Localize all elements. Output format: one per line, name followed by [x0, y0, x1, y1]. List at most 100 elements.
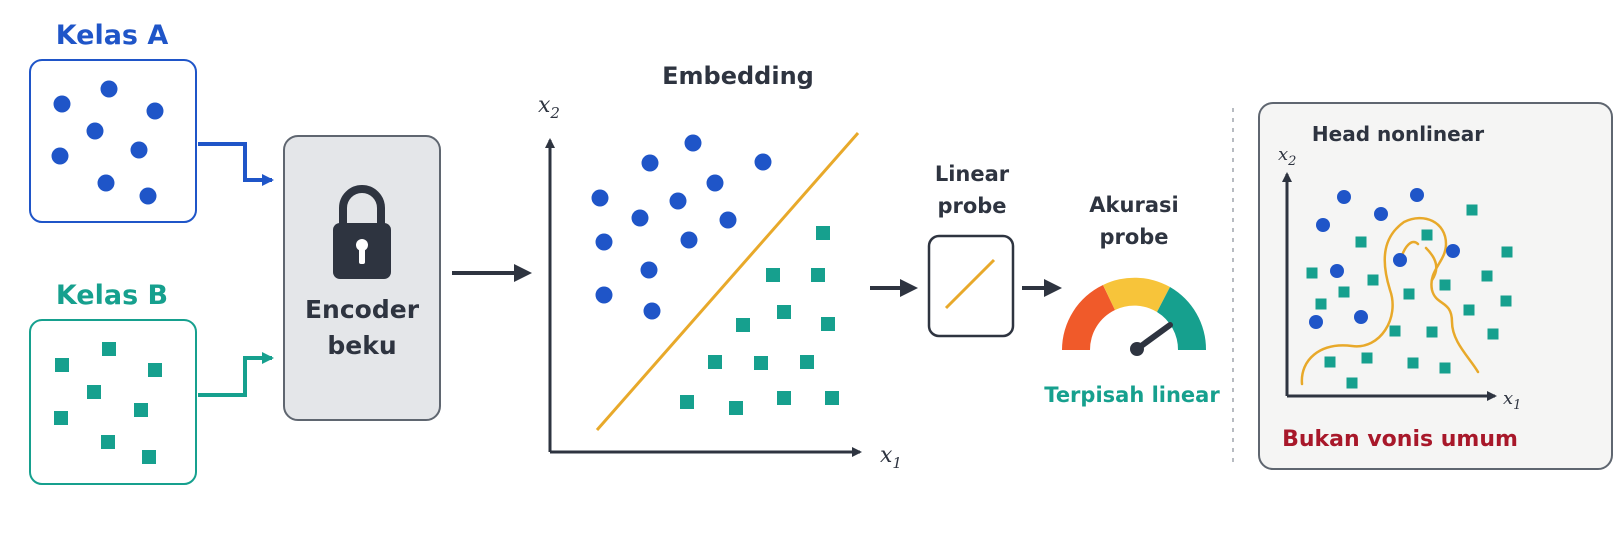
embedding-point-class-a	[669, 192, 687, 210]
nonlinear-point-class-a	[1374, 207, 1388, 221]
nonlinear-point-class-b	[1439, 362, 1451, 374]
nonlinear-point-class-b	[1439, 279, 1451, 291]
class-b-point	[55, 358, 69, 372]
embedding-point-class-a	[641, 154, 659, 172]
nonlinear-point-class-b	[1355, 236, 1367, 248]
nonlinear-point-class-a	[1337, 190, 1351, 204]
gauge-segment-low	[1061, 285, 1115, 350]
nonlinear-point-class-b	[1426, 326, 1438, 338]
embedding-point-class-a	[631, 209, 649, 227]
class-a-point	[139, 187, 157, 205]
nonlinear-point-class-b	[1421, 229, 1433, 241]
embedding-point-class-a	[595, 286, 613, 304]
class-b-point	[87, 385, 101, 399]
class-a-group: Kelas A	[29, 20, 197, 223]
nonlinear-point-class-a	[1309, 315, 1323, 329]
class-b-title: Kelas B	[56, 280, 168, 311]
embedding-y-label: x2	[538, 93, 560, 122]
probe-label-line1: Linear	[935, 162, 1010, 186]
gauge-segment-mid	[1103, 277, 1170, 312]
embedding-point-class-a	[706, 174, 724, 192]
class-a-point	[100, 80, 118, 98]
nonlinear-point-class-b	[1324, 356, 1336, 368]
embedding-point-class-b	[825, 391, 839, 405]
nonlinear-point-class-b	[1403, 288, 1415, 300]
nonlinear-x-label: x1	[1503, 388, 1521, 413]
nonlinear-point-class-b	[1481, 270, 1493, 282]
embedding-point-class-a	[754, 153, 772, 171]
nonlinear-point-class-a	[1354, 310, 1368, 324]
nonlinear-point-class-a	[1330, 264, 1344, 278]
nonlinear-point-class-b	[1306, 267, 1318, 279]
embedding-point-class-b	[821, 317, 835, 331]
gauge-title-line1: Akurasi	[1089, 193, 1178, 217]
class-a-point	[97, 174, 115, 192]
linear-decision-boundary	[595, 132, 860, 431]
class-a-point	[53, 95, 71, 113]
probe-label-line2: probe	[937, 194, 1006, 218]
class-b-point	[54, 411, 68, 425]
embedding-point-class-b	[754, 356, 768, 370]
class-a-connector-arrow	[198, 142, 274, 186]
nonlinear-head-panel: Head nonlinear x2 x1 Bukan vonis umum	[1258, 102, 1613, 470]
embedding-plot: Embedding x2 x1	[538, 62, 902, 472]
embedding-point-class-a	[643, 302, 661, 320]
lock-icon	[333, 185, 391, 279]
class-b-box	[29, 319, 197, 485]
class-a-point	[86, 122, 104, 140]
embedding-point-class-a	[719, 211, 737, 229]
class-a-point	[51, 147, 69, 165]
gauge-segment-high	[1157, 287, 1207, 350]
nonlinear-point-class-b	[1407, 357, 1419, 369]
accuracy-gauge: Akurasi probe Terpisah linear	[1044, 193, 1220, 407]
nonlinear-point-class-b	[1487, 328, 1499, 340]
nonlinear-point-class-a	[1393, 253, 1407, 267]
nonlinear-point-class-b	[1466, 204, 1478, 216]
nonlinear-point-class-a	[1446, 244, 1460, 258]
class-b-connector-arrow	[198, 352, 274, 397]
nonlinear-point-class-a	[1410, 188, 1424, 202]
nonlinear-panel-box	[1258, 102, 1613, 470]
probe-box	[927, 234, 1015, 338]
class-b-points	[54, 342, 162, 464]
embedding-point-class-b	[777, 391, 791, 405]
nonlinear-point-class-b	[1501, 246, 1513, 258]
class-b-point	[142, 450, 156, 464]
class-b-point	[134, 403, 148, 417]
class-a-box	[29, 59, 197, 223]
nonlinear-y-label: x2	[1278, 144, 1296, 169]
nonlinear-caption: Bukan vonis umum	[1282, 427, 1518, 452]
embedding-point-class-a	[684, 134, 702, 152]
embedding-x-label: x1	[880, 443, 902, 472]
diagonal-line-icon	[944, 258, 996, 310]
nonlinear-point-class-b	[1367, 274, 1379, 286]
class-a-title: Kelas A	[56, 20, 169, 51]
nonlinear-point-class-b	[1338, 286, 1350, 298]
embedding-point-class-b	[736, 318, 750, 332]
class-a-point	[130, 141, 148, 159]
class-a-points	[51, 80, 164, 205]
embedding-point-class-b	[766, 268, 780, 282]
embedding-point-class-b	[680, 395, 694, 409]
gauge-title-line2: probe	[1099, 225, 1168, 249]
class-b-point	[101, 435, 115, 449]
embedding-point-class-a	[680, 231, 698, 249]
embedding-point-class-b	[811, 268, 825, 282]
frozen-encoder: Encoder beku	[283, 135, 441, 421]
embedding-point-class-b	[777, 305, 791, 319]
gauge-needle-hub	[1130, 342, 1144, 356]
embedding-point-class-b	[816, 226, 830, 240]
embedding-point-class-b	[800, 355, 814, 369]
embedding-point-class-b	[708, 355, 722, 369]
nonlinear-point-class-a	[1316, 218, 1330, 232]
embedding-points	[591, 134, 839, 415]
nonlinear-point-class-b	[1315, 298, 1327, 310]
linear-probe: Linear probe	[927, 162, 1015, 338]
nonlinear-point-class-b	[1389, 325, 1401, 337]
encoder-label-line1: Encoder	[305, 295, 420, 324]
nonlinear-point-class-b	[1463, 304, 1475, 316]
embedding-point-class-a	[640, 261, 658, 279]
class-a-point	[146, 102, 164, 120]
nonlinear-point-class-b	[1346, 377, 1358, 389]
